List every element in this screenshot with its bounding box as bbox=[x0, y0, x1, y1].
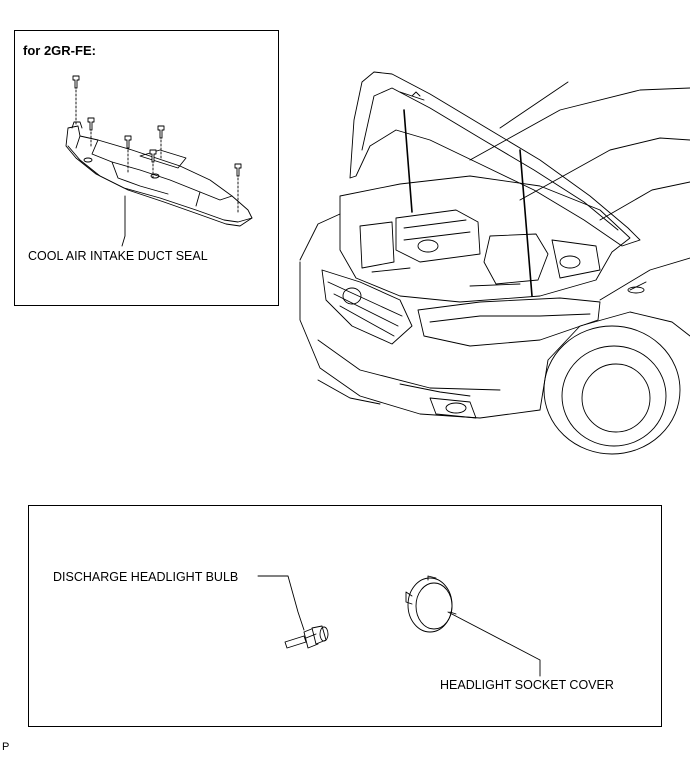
front-bumper bbox=[299, 261, 541, 419]
emblem bbox=[342, 287, 362, 305]
bulb-leader-line bbox=[257, 575, 305, 631]
seal-leader-line bbox=[121, 195, 126, 247]
engine-bay bbox=[339, 175, 631, 303]
fog-light bbox=[429, 397, 477, 419]
headlight-assembly bbox=[417, 297, 601, 347]
clip-6 bbox=[234, 163, 242, 177]
headlight-socket-cover-label: HEADLIGHT SOCKET COVER bbox=[440, 678, 614, 692]
cool-air-intake-duct-seal-label: COOL AIR INTAKE DUCT SEAL bbox=[28, 249, 208, 263]
front-wheel-arch bbox=[543, 325, 681, 455]
clips bbox=[72, 75, 242, 213]
engine-cover bbox=[395, 209, 481, 263]
figure-code: P bbox=[2, 741, 10, 753]
antenna bbox=[499, 81, 569, 129]
discharge-headlight-bulb-drawing bbox=[284, 625, 329, 649]
grille bbox=[321, 269, 413, 345]
front-tire bbox=[561, 345, 667, 447]
clip-4 bbox=[157, 125, 165, 139]
headlight-socket-cover-drawing bbox=[405, 575, 457, 633]
clip-3 bbox=[124, 135, 132, 149]
clip-2 bbox=[87, 117, 95, 131]
clip-5 bbox=[149, 149, 157, 163]
fender-left bbox=[299, 213, 341, 261]
hood-strut-left bbox=[403, 109, 413, 213]
clip-1 bbox=[72, 75, 80, 89]
hood-panel bbox=[349, 71, 641, 247]
car-drawing bbox=[299, 71, 690, 455]
inset-frame bbox=[14, 30, 279, 306]
inset-title: for 2GR-FE: bbox=[23, 43, 96, 58]
headlight-detail-frame bbox=[28, 505, 662, 727]
hood-strut-right bbox=[519, 149, 533, 297]
duct-seal-drawing bbox=[65, 121, 253, 227]
discharge-headlight-bulb-label: DISCHARGE HEADLIGHT BULB bbox=[53, 570, 239, 584]
cover-leader-line bbox=[447, 611, 541, 677]
